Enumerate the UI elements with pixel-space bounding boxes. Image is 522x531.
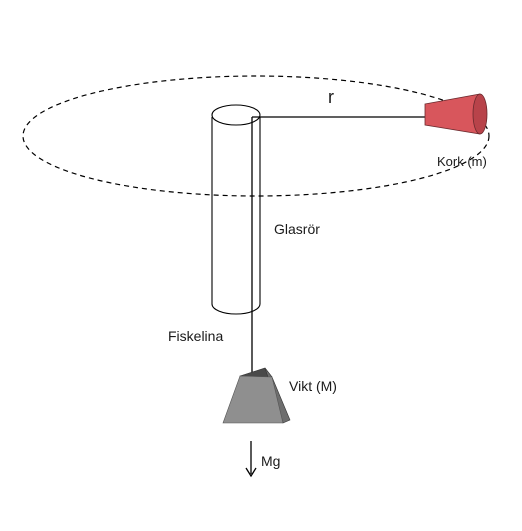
cork bbox=[424, 93, 488, 135]
weight bbox=[222, 367, 291, 424]
glass-tube bbox=[211, 104, 261, 315]
orbit-path bbox=[22, 75, 490, 197]
radius-label: r bbox=[328, 87, 334, 107]
gravity-arrow bbox=[245, 441, 257, 478]
cork-label: Kork (m) bbox=[437, 154, 487, 169]
tube-label: Glasrör bbox=[274, 221, 320, 237]
force-label: Mg bbox=[261, 453, 280, 469]
weight-label: Vikt (M) bbox=[289, 378, 337, 394]
line-label: Fiskelina bbox=[168, 328, 223, 344]
